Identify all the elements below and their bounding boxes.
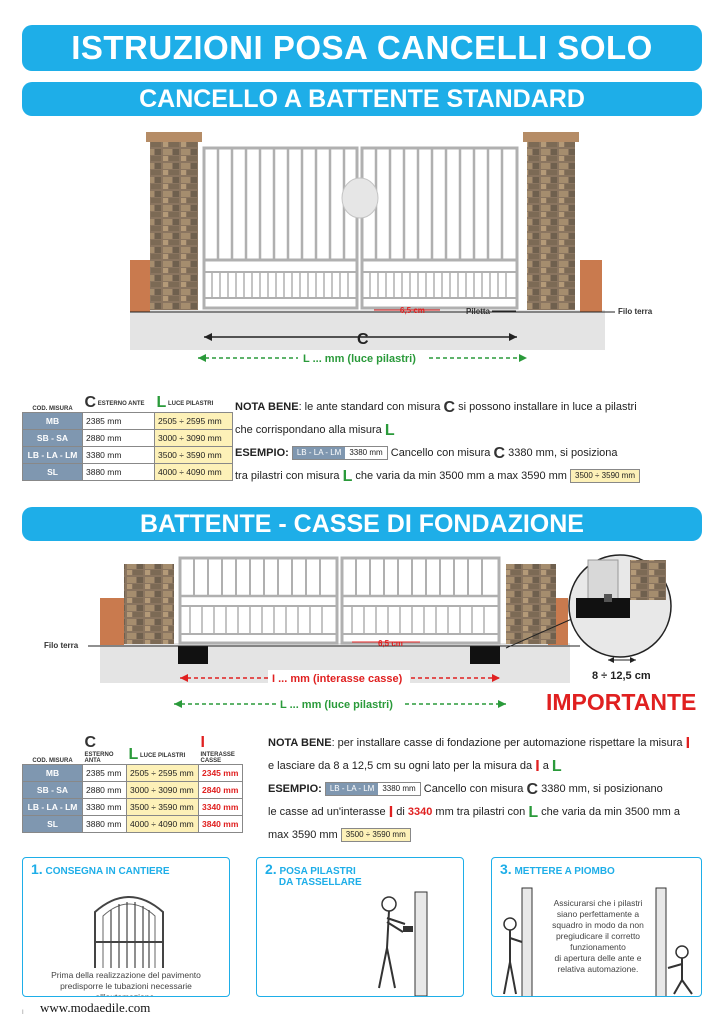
step-title: 1. CONSEGNA IN CANTIERE xyxy=(31,861,170,877)
website-link[interactable]: www.modaedile.com xyxy=(40,1000,151,1015)
note-standard: NOTA BENE: le ante standard con misura C… xyxy=(235,396,705,488)
gate-leaves xyxy=(178,556,501,645)
standard-gate-diagram: Filo terra 6,5 cm Piletta C L ... mm (lu… xyxy=(130,132,653,365)
section-title-foundation: BATTENTE - CASSE DI FONDAZIONE xyxy=(22,507,702,541)
range-chip: 3500 ÷ 3590 mm xyxy=(570,469,641,484)
worker-left-icon xyxy=(503,887,533,996)
foundation-gate-diagram: Filo terra 6,5 cm I ... mm (interasse ca… xyxy=(44,554,696,715)
l-dimension-label: L ... mm (luce pilastri) xyxy=(280,699,393,711)
piletta-label: Piletta xyxy=(466,307,491,316)
ornamental-gate-icon xyxy=(94,896,164,968)
step-description: Prima della realizzazione del pavimento … xyxy=(51,970,201,997)
gap-label: 6,5 cm xyxy=(400,306,425,315)
step-description: Assicurarsi che i pilastri siano perfett… xyxy=(552,898,644,974)
left-pillar xyxy=(146,132,202,310)
step-title: 2. POSA PILASTRI DA TASSELLARE xyxy=(265,861,362,888)
detail-magnifier xyxy=(568,554,672,658)
i-dimension-label: I ... mm (interasse casse) xyxy=(272,673,403,685)
gate-leaves xyxy=(202,146,519,310)
col-c-header: C ESTERNO ANTA xyxy=(84,734,114,764)
range-chip: 3500 ÷ 3590 mm xyxy=(340,828,411,843)
col-c-header: C ESTERNO ANTE xyxy=(84,393,145,411)
standard-size-table: COD. MISURA C ESTERNO ANTE L LUCE PILAST… xyxy=(22,390,233,481)
step-panel-plumb: 3. METTERE A PIOMBO Assicurarsi che i pi… xyxy=(491,857,702,997)
right-pillar xyxy=(523,132,579,310)
right-pillar xyxy=(506,564,556,644)
step-title: 3. METTERE A PIOMBO xyxy=(500,861,615,877)
left-pillar xyxy=(124,564,174,644)
page-mark: I xyxy=(22,1010,24,1016)
lock-box xyxy=(341,177,379,219)
gap-label: 6,5 cm xyxy=(378,639,403,648)
l-dimension-label: L ... mm (luce pilastri) xyxy=(303,353,416,365)
note-foundation: NOTA BENE: per installare casse di fonda… xyxy=(268,735,691,843)
c-dimension-label: C xyxy=(357,331,369,348)
foundation-size-table: COD. MISURA C ESTERNO ANTA L LUCE PILAST… xyxy=(22,734,243,833)
col-code-header: COD. MISURA xyxy=(32,405,73,412)
detail-distance-label: 8 ÷ 12,5 cm xyxy=(592,670,651,682)
step-panel-pillars: 2. POSA PILASTRI DA TASSELLARE xyxy=(256,857,464,997)
worker-drilling-icon xyxy=(378,891,428,996)
ground-label: Filo terra xyxy=(618,307,653,316)
important-label: IMPORTANTE xyxy=(546,689,696,715)
col-code-header: COD. MISURA xyxy=(32,758,73,764)
col-i-header: I INTERASSE CASSE xyxy=(200,734,235,764)
col-l-header: L LUCE PILASTRI xyxy=(156,393,214,411)
right-foundation-box xyxy=(470,646,500,664)
col-l-header: L LUCE PILASTRI xyxy=(128,746,186,763)
left-foundation-box xyxy=(178,646,208,664)
step-panel-delivery: 1. CONSEGNA IN CANTIERE Prima della real… xyxy=(22,857,230,997)
section-title-standard: CANCELLO A BATTENTE STANDARD xyxy=(22,82,702,116)
ground-label: Filo terra xyxy=(44,641,79,650)
worker-right-icon xyxy=(655,887,693,996)
page-title: ISTRUZIONI POSA CANCELLI SOLO ANTE xyxy=(22,25,702,112)
